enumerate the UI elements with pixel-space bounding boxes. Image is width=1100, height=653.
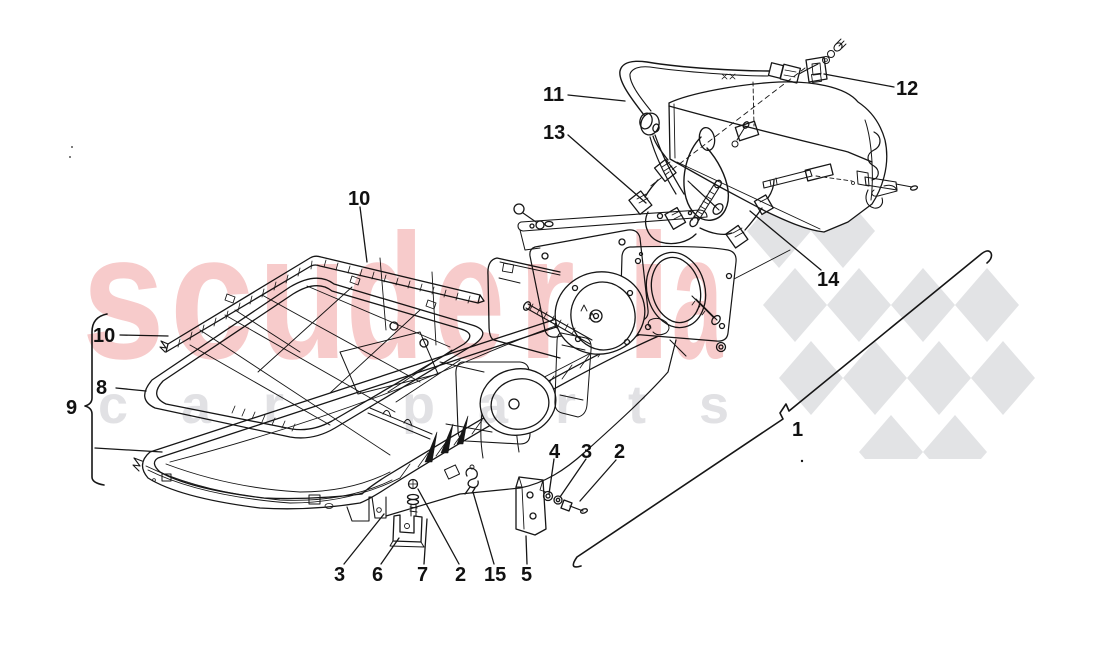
svg-text:3: 3 (334, 564, 345, 586)
svg-text:d: d (346, 197, 424, 396)
svg-text:10: 10 (348, 188, 370, 210)
svg-text:r: r (555, 375, 576, 435)
svg-text:2: 2 (455, 564, 466, 586)
svg-text:s: s (82, 197, 165, 396)
svg-text:p: p (402, 375, 435, 435)
svg-text:13: 13 (543, 122, 565, 144)
svg-text:i: i (624, 197, 673, 396)
svg-text:11: 11 (543, 84, 564, 106)
svg-text:1: 1 (792, 419, 803, 441)
svg-text:c: c (170, 197, 254, 396)
svg-text:s: s (699, 375, 729, 435)
svg-text:3: 3 (581, 441, 592, 463)
svg-text:4: 4 (549, 441, 561, 463)
svg-text:2: 2 (614, 441, 625, 463)
svg-text:15: 15 (484, 564, 506, 586)
svg-text:a: a (672, 197, 723, 396)
svg-text:9: 9 (66, 397, 77, 419)
svg-text:e: e (434, 197, 505, 396)
svg-text:a: a (478, 375, 509, 435)
svg-text:t: t (628, 375, 646, 435)
svg-text:14: 14 (817, 269, 840, 291)
svg-text:8: 8 (96, 377, 107, 399)
svg-text:10: 10 (93, 325, 115, 347)
svg-text:a: a (181, 375, 212, 435)
svg-text:r: r (518, 196, 575, 396)
svg-text:c: c (98, 375, 128, 435)
svg-text:6: 6 (372, 564, 383, 586)
svg-text:5: 5 (521, 564, 532, 586)
svg-text:r: r (263, 375, 284, 435)
svg-text:u: u (258, 198, 347, 396)
svg-text:7: 7 (417, 564, 428, 586)
svg-text:12: 12 (896, 78, 918, 100)
